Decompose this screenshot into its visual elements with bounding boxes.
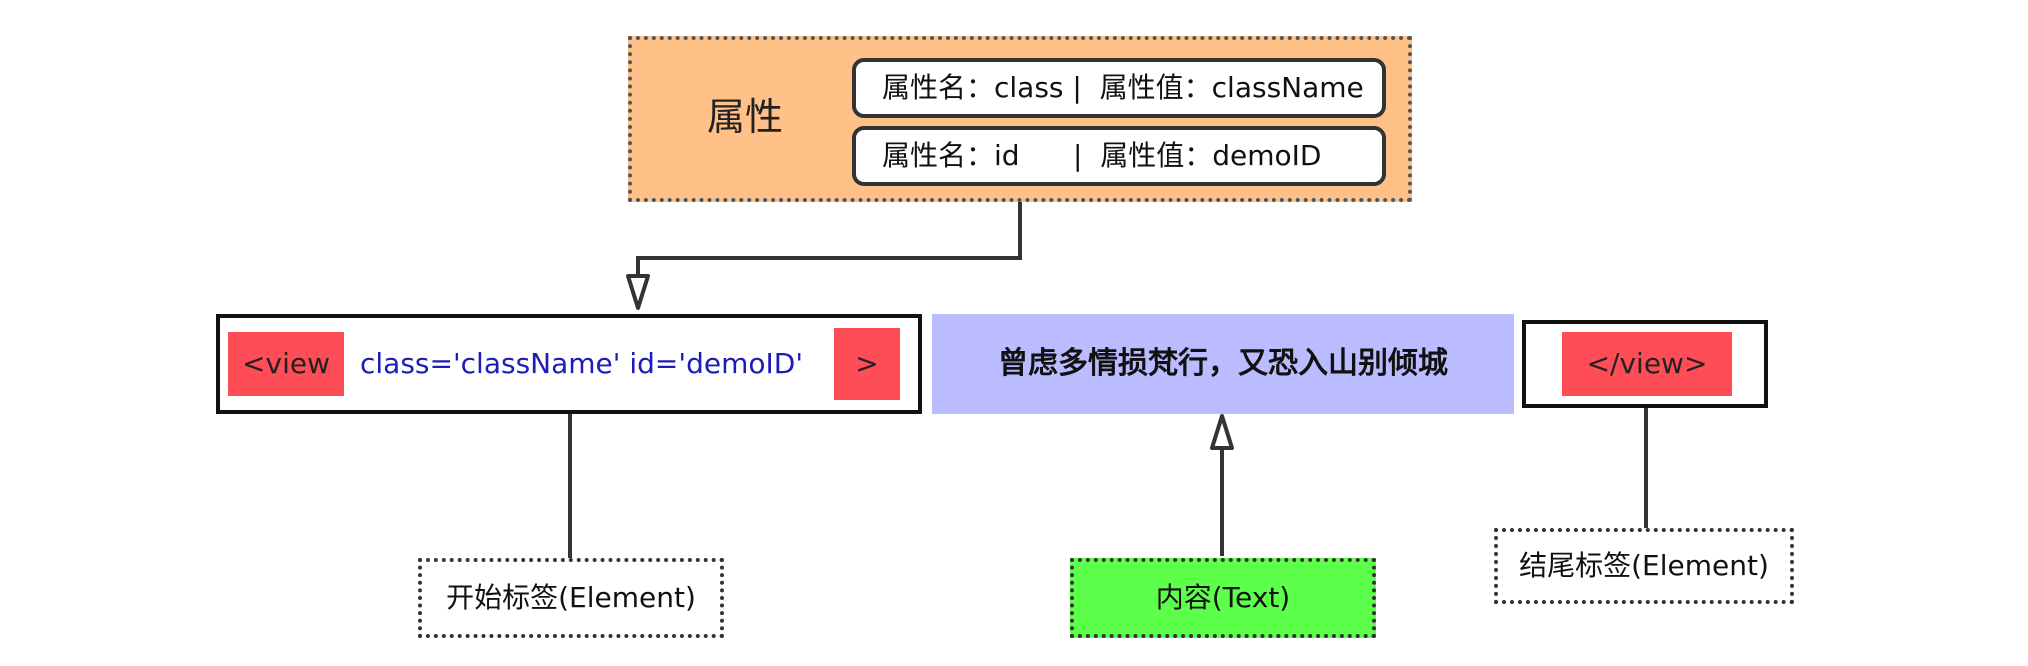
content-caption: 内容(Text) xyxy=(1070,558,1376,638)
attribute-arrowhead xyxy=(626,274,650,310)
close-tag-label: </view> xyxy=(1562,332,1732,396)
attribute-to-open-tag-connector xyxy=(636,202,1022,276)
content-arrowhead xyxy=(1210,414,1234,450)
attribute-row-class: 属性名：class | 属性值：className xyxy=(852,58,1386,118)
open-tag-attributes: class='className' id='demoID' xyxy=(360,347,804,380)
open-tag-end: > xyxy=(834,328,900,400)
content-text-box: 曾虑多情损梵行，又恐入山别倾城 xyxy=(932,314,1514,414)
open-tag-start: <view xyxy=(228,332,344,396)
open-tag-caption: 开始标签(Element) xyxy=(418,558,724,638)
attribute-row-id: 属性名：id | 属性值：demoID xyxy=(852,126,1386,186)
close-tag-caption: 结尾标签(Element) xyxy=(1494,528,1794,604)
attribute-group-title: 属性 xyxy=(706,95,783,139)
